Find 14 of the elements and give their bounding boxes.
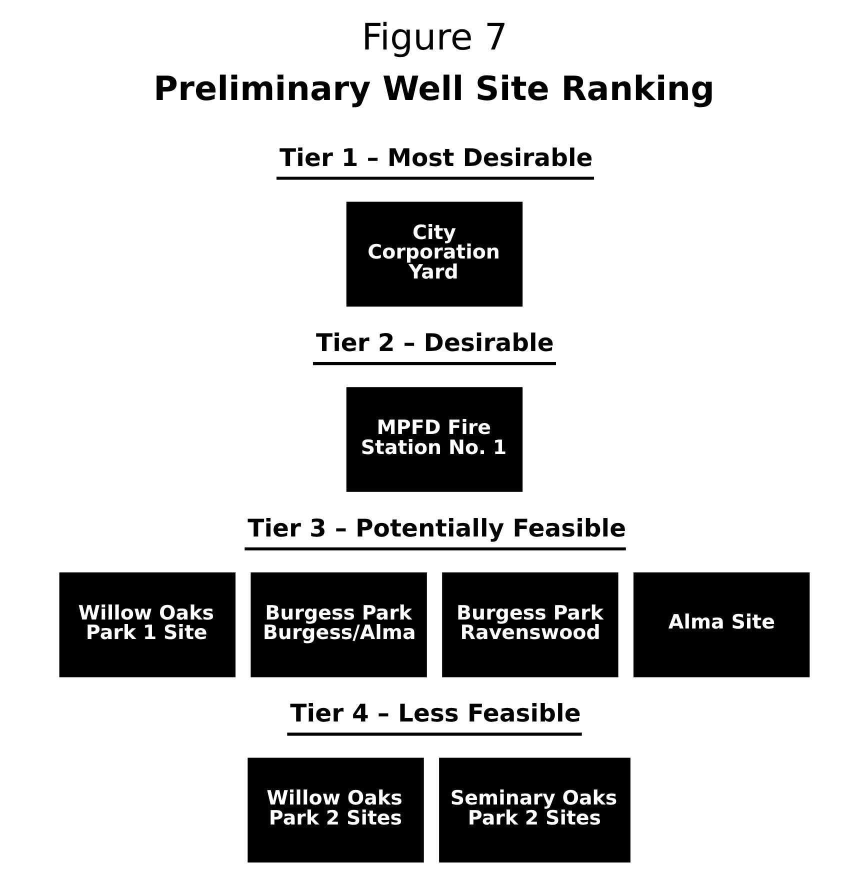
node-box: MPFD Fire Station No. 1 bbox=[346, 387, 522, 492]
node-box: Willow Oaks Park 1 Site bbox=[58, 572, 236, 678]
node-box: Seminary Oaks Park 2 Sites bbox=[438, 758, 630, 863]
node-box: City Corporation Yard bbox=[346, 202, 522, 307]
label: Preliminary Well Site Ranking bbox=[152, 69, 714, 108]
label: Tier 3 – Potentially Feasible bbox=[247, 513, 626, 542]
node-box: Willow Oaks Park 2 Sites bbox=[247, 758, 424, 863]
label: Tier 4 – Less Feasible bbox=[290, 698, 580, 728]
diagram-title: Figure 7 bbox=[361, 15, 508, 58]
node-box: Burgess Park Burgess/Alma bbox=[250, 572, 426, 678]
node-box: Alma Site bbox=[632, 572, 810, 678]
label: Tier 1 – Most Desirable bbox=[279, 142, 592, 172]
label: Tier 2 – Desirable bbox=[316, 328, 554, 358]
node-box: Burgess Park Ravenswood bbox=[442, 572, 618, 678]
